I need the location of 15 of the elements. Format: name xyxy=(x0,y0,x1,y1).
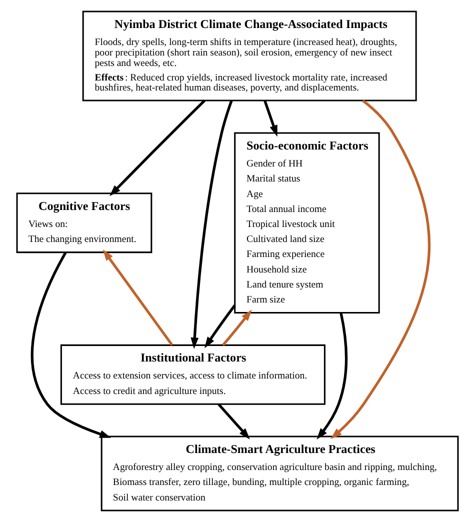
arrow xyxy=(109,100,206,196)
arrow xyxy=(263,100,277,137)
node-box: Socio-economic Factors Gender of HH Marital status Age Total annual income Tropical livestock unit Cultivated land size Farming experience Household size Land tenure system Farm size xyxy=(234,132,380,314)
arrow xyxy=(316,312,348,440)
arrow xyxy=(330,100,430,439)
arrow xyxy=(217,403,250,440)
arrow xyxy=(190,100,232,349)
arrow xyxy=(204,304,236,348)
node-box: Climate-Smart Agriculture Practices Agroforestry alley cropping, conservation agriculture basin and ripping, mulching, Biomass transfer, zero tillage, bunding, multiple cropping, organic farming, Soil water conservation xyxy=(100,436,458,512)
arrow xyxy=(102,249,173,346)
arrow xyxy=(222,310,252,346)
arrow xyxy=(30,252,111,438)
node-box: Institutional Factors Access to extension services, access to climate information. Access to credit and agriculture inputs. xyxy=(60,344,325,405)
node-box: Cognitive Factors Views on: The changing environment. xyxy=(16,192,152,254)
node-box: Nyimba District Climate Change-Associated Impacts Floods, dry spells, long-term shifts in temperature (increased heat), droughts, poor precipitation (short rain season), soil erosion, emergency of new insect pests and weeds, etc. Effects: Reduced crop yields, increased livestock mortality rate, increased bushfires, heat-related human diseases, poverty, and displacements. xyxy=(82,10,416,102)
